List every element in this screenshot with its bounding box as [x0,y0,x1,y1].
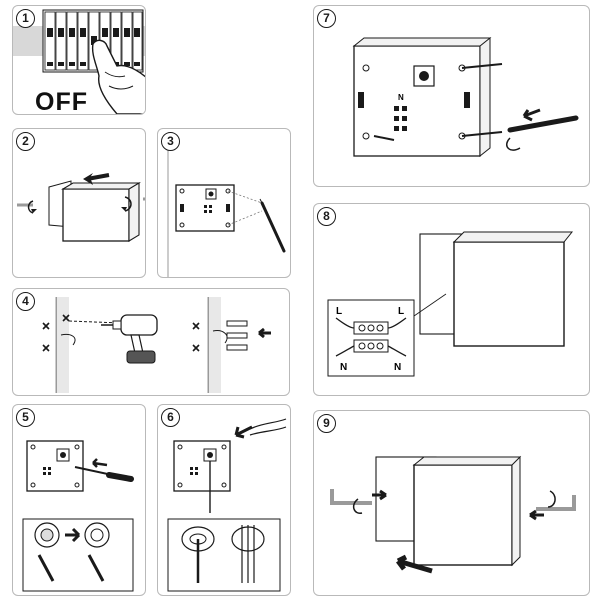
arrow-push-cover [396,554,433,574]
arrow-insert [258,327,271,339]
live-label-left: L [336,306,342,317]
hex-key-left [330,489,372,505]
off-label: OFF [35,88,88,115]
step-number: 7 [317,9,336,28]
step-2-panel: 2 [12,128,146,278]
cover-box [413,464,513,566]
wiring-detail-box [327,299,415,377]
grommet-detail [181,525,265,583]
arrow-left [83,173,109,185]
breaker-illustration [13,9,145,114]
step-5-panel: 5 [12,404,146,596]
rotate-arrow-left [27,200,34,214]
step-number: 1 [16,9,35,28]
remove-cover-illustration [17,173,145,242]
pencil [260,201,286,253]
hex-key-right [536,495,576,511]
drill-illustration [42,297,271,393]
neutral-marking: N [398,93,404,102]
neutral-label-left: N [340,362,347,373]
step-3-panel: 3 [157,128,291,278]
screw-top [461,63,503,69]
power-drill-icon [101,314,158,364]
step-number: 4 [16,292,35,311]
step-7-panel: N 7 [313,5,590,187]
live-label-right: L [398,306,404,317]
step-6-panel: 6 [157,404,291,596]
base-plate [26,440,84,492]
step-number: 2 [16,132,35,151]
step-1-panel: 1 OFF [12,5,146,115]
step-8-panel: L L N N 8 [313,203,590,396]
arrow-in [234,425,253,439]
step-number: 6 [161,408,180,427]
neutral-label-right: N [394,362,401,373]
step-number: 5 [16,408,35,427]
grommet-detail [34,522,110,582]
step-4-panel: 4 [12,288,290,396]
wall-plugs [226,320,248,351]
screw-base-illustration: N [352,36,579,158]
cable-entry-illustration [167,418,287,592]
step-number: 3 [161,132,180,151]
base-plate [173,440,231,492]
rotate-arrow-right [124,196,132,212]
screwdriver [507,115,579,133]
wiring-illustration: L L N N [327,231,574,377]
cover-box [62,188,130,242]
step-9-panel: 9 [313,410,590,596]
mark-holes-illustration [167,137,286,277]
cover-box [453,241,565,347]
circuit-breaker-row [42,9,144,73]
step-number: 8 [317,207,336,226]
remove-gland-illustration [22,440,134,592]
step-number: 9 [317,414,336,433]
fix-cover-illustration [330,455,576,574]
base-plate [353,45,481,157]
